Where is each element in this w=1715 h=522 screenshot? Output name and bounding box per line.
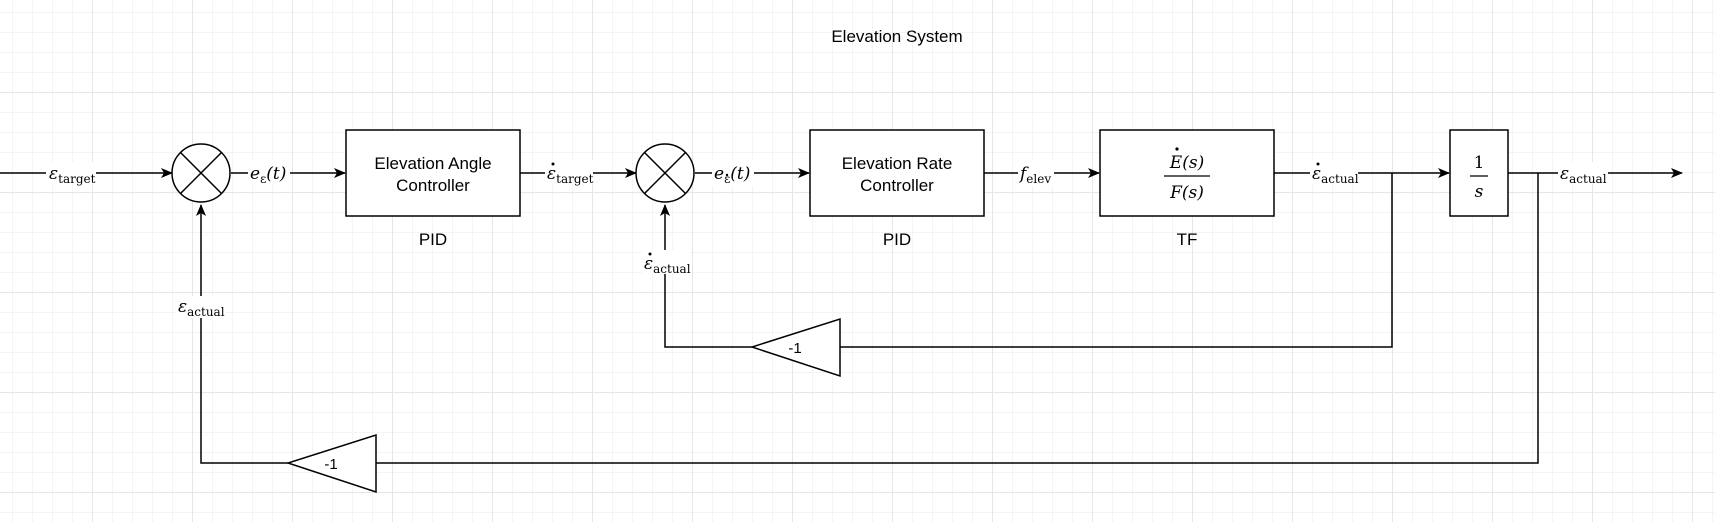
integrator-numerator: 1 xyxy=(1474,153,1485,173)
rate-controller-label-line2: Controller xyxy=(860,176,934,195)
svg-text:εactual: εactual xyxy=(644,254,691,276)
inner-gain-label: -1 xyxy=(788,340,801,357)
rate-controller-block[interactable]: Elevation Rate Controller xyxy=(809,129,985,217)
rate-controller-label-line1: Elevation Rate xyxy=(842,154,953,173)
outer-gain-label: -1 xyxy=(324,456,337,473)
svg-text:eε(t): eε(t) xyxy=(714,164,750,186)
tf-numerator-dot xyxy=(1175,147,1179,151)
signal-label-rate-feedback: εactual xyxy=(642,250,691,276)
outer-feedback-return-wire xyxy=(196,204,288,464)
signal-label-output: εactual xyxy=(1558,162,1608,186)
inner-gain-block[interactable]: -1 xyxy=(749,317,841,378)
signal-label-angle-feedback: εactual xyxy=(176,296,226,319)
svg-text:εactual: εactual xyxy=(1312,164,1359,186)
signal-label-error-rate: eε(t) xyxy=(712,160,754,186)
svg-text:eε(t): eε(t) xyxy=(250,164,286,186)
tf-caption: TF xyxy=(1177,230,1198,249)
diagram-title: Elevation System xyxy=(831,27,962,46)
svg-text:felev: felev xyxy=(1018,164,1051,186)
tf-numerator: E(s) xyxy=(1169,153,1204,173)
tf-denominator: F(s) xyxy=(1169,183,1204,203)
svg-text:εactual: εactual xyxy=(178,297,225,319)
integrator-block[interactable]: 1 s xyxy=(1449,129,1509,217)
angle-controller-label-line1: Elevation Angle xyxy=(374,154,491,173)
angle-controller-block[interactable]: Elevation Angle Controller xyxy=(345,129,521,217)
outer-feedback-wire xyxy=(376,173,1539,464)
signal-label-input: εtarget xyxy=(46,162,96,186)
summing-junction-rate xyxy=(635,143,695,203)
signal-label-rate-target: εtarget xyxy=(545,160,594,186)
svg-text:εtarget: εtarget xyxy=(49,164,96,186)
svg-text:εtarget: εtarget xyxy=(547,164,594,186)
transfer-function-block[interactable]: E(s) F(s) xyxy=(1099,129,1275,217)
integrator-denominator: s xyxy=(1475,182,1484,202)
svg-text:εactual: εactual xyxy=(1560,164,1607,186)
angle-controller-label-line2: Controller xyxy=(396,176,470,195)
summing-junction-angle xyxy=(171,143,231,203)
signal-label-error-angle: eε(t) xyxy=(248,160,290,186)
signal-label-rate-actual: εactual xyxy=(1310,160,1359,186)
angle-controller-caption: PID xyxy=(419,230,447,249)
outer-gain-block[interactable]: -1 xyxy=(285,433,377,494)
rate-controller-caption: PID xyxy=(883,230,911,249)
signal-label-force: felev xyxy=(1018,160,1054,186)
inner-feedback-return-wire xyxy=(660,204,752,348)
inner-feedback-wire xyxy=(840,173,1393,348)
